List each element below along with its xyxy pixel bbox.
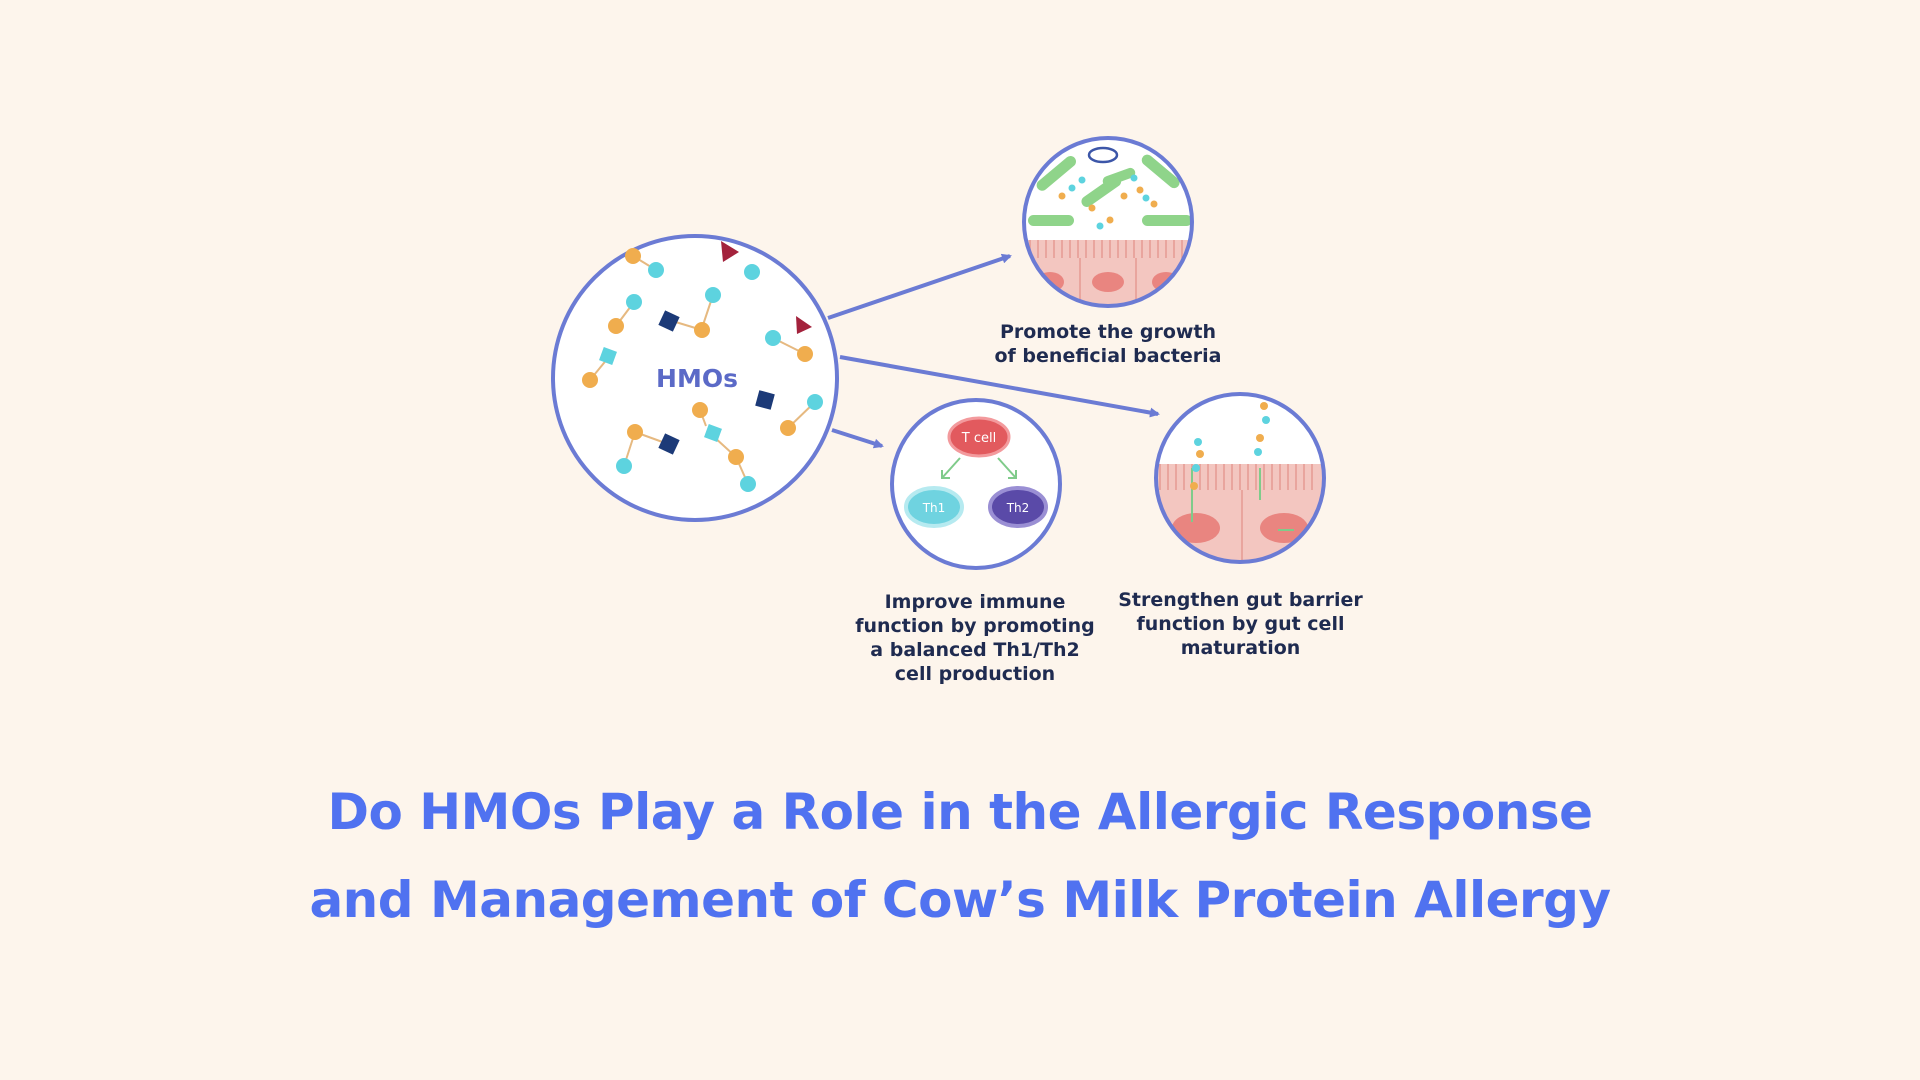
arrow-to-bacteria <box>827 253 1012 320</box>
th2-cell: Th2 <box>988 486 1048 528</box>
branch-label-gut-barrier: Strengthen gut barrier function by gut c… <box>1118 589 1363 659</box>
th1-cell: Th1 <box>904 486 964 528</box>
hub-label: HMOs <box>656 364 738 393</box>
branch-label-immune: Improve immune function by promoting a b… <box>855 591 1095 685</box>
t-cell: T cell <box>947 416 1011 458</box>
svg-text:Th1: Th1 <box>922 501 946 515</box>
title-line-2: and Management of Cow’s Milk Protein All… <box>309 871 1611 929</box>
gut-barrier-circle <box>1154 392 1326 564</box>
arrow-to-gut-barrier <box>839 355 1160 418</box>
hmo-diagram: HMOs <box>551 136 1326 570</box>
red-triangles <box>721 241 812 334</box>
arrows <box>827 253 1160 449</box>
arrow-to-immune <box>831 428 884 449</box>
svg-text:T cell: T cell <box>961 431 996 446</box>
branch-label-bacteria: Promote the growth of beneficial bacteri… <box>994 321 1222 367</box>
svg-text:Th2: Th2 <box>1006 501 1030 515</box>
title-line-1: Do HMOs Play a Role in the Allergic Resp… <box>327 783 1593 841</box>
hmo-hub: HMOs <box>551 234 839 522</box>
bacteria-circle <box>1022 136 1194 308</box>
page-title: Do HMOs Play a Role in the Allergic Resp… <box>160 768 1760 944</box>
bacteria <box>1028 154 1192 226</box>
navy-squares <box>658 310 775 455</box>
microbe <box>1087 146 1119 164</box>
orange-sugars <box>582 248 813 465</box>
immune-circle: T cell Th1 Th2 <box>890 398 1062 570</box>
cyan-sugars <box>599 262 823 492</box>
